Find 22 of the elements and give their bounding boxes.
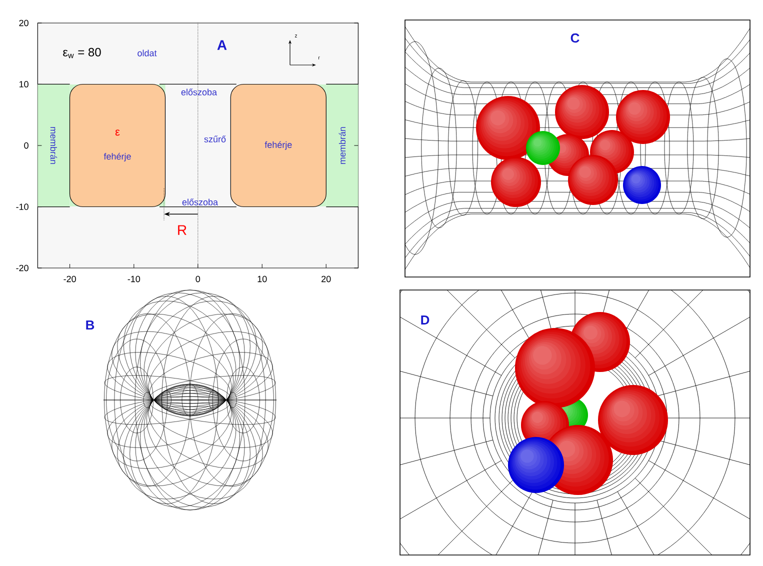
tick-label: 0 [24, 142, 28, 149]
membrane-band: membrán [37, 84, 70, 208]
panel-label: C [570, 33, 580, 43]
tick-label: 10 [258, 276, 267, 282]
tick-label: 20 [322, 276, 331, 282]
region-label: előszoba [182, 198, 218, 206]
region-label: oldat [138, 50, 157, 56]
dimension-label: R [178, 225, 186, 235]
tick-label: 20 [19, 20, 28, 26]
tick-label: -20 [16, 264, 28, 272]
tick-label: -20 [64, 276, 76, 282]
tick-label: 0 [196, 276, 200, 282]
membrane-band: membrán [326, 84, 358, 208]
tick-label: -10 [128, 276, 140, 282]
equation-label: ε$_{w}$ = 80 [63, 48, 101, 58]
tick-label: 10 [19, 81, 28, 88]
protein-block: fehérje [230, 84, 326, 208]
panel-label: A [217, 40, 227, 50]
panel-label: B [86, 320, 94, 330]
panel-label: D [421, 316, 430, 324]
tick-label: -10 [16, 204, 28, 210]
region-label: előszoba [181, 88, 217, 96]
